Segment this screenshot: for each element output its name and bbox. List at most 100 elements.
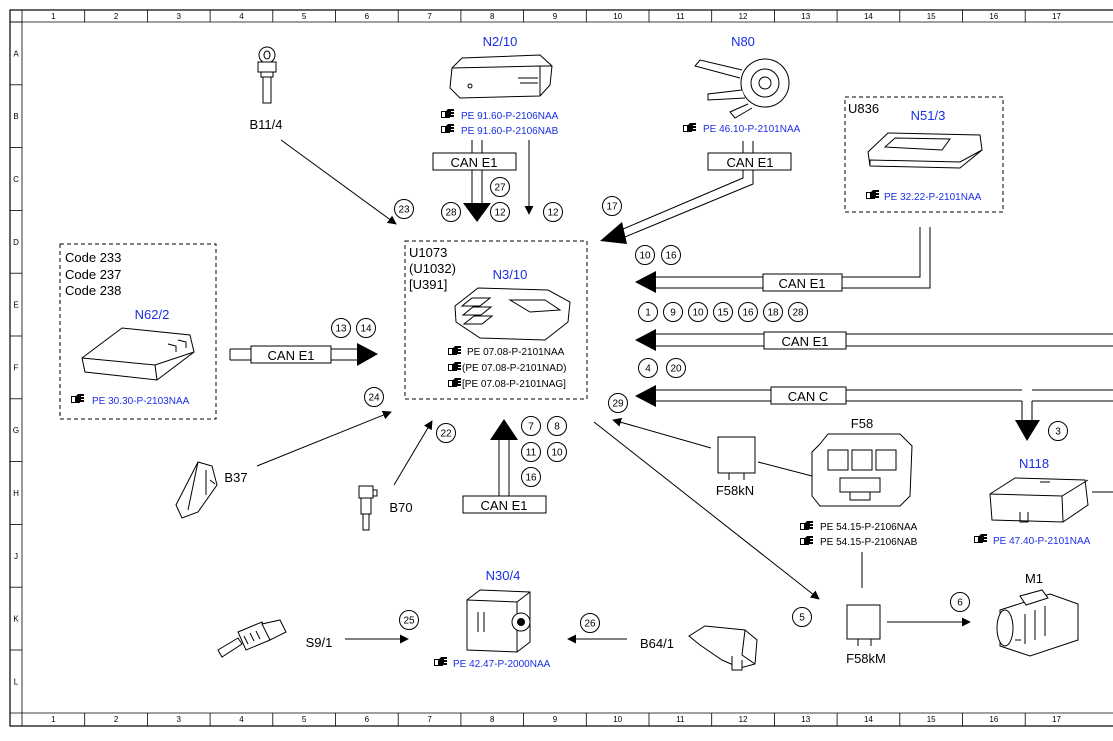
can-c-label: CAN C xyxy=(788,389,828,404)
signal-marker-circle xyxy=(792,607,812,627)
grid-row-label: H xyxy=(13,489,19,498)
n51-3-code: U836 xyxy=(848,101,879,116)
n62-2-code-3: Code 238 xyxy=(65,283,121,298)
n3-10-label: N3/10 xyxy=(493,267,528,282)
signal-marker-s1[interactable]: 1 xyxy=(645,308,651,319)
n3-10-ref-3[interactable]: [PE 07.08-P-2101NAG] xyxy=(462,379,566,390)
signal-marker-s10a[interactable]: 10 xyxy=(639,251,651,262)
f58-fuse-box xyxy=(811,433,913,507)
s9-1-label: S9/1 xyxy=(306,635,333,650)
n3-10-ref-2[interactable]: (PE 07.08-P-2101NAD) xyxy=(462,363,567,374)
signal-marker-circle xyxy=(490,177,510,197)
signal-marker-s15[interactable]: 15 xyxy=(717,308,729,319)
signal-marker-s12a[interactable]: 12 xyxy=(494,208,506,219)
n30-4-ref[interactable]: PE 42.47-P-2000NAA xyxy=(453,659,551,670)
n3-10-ref-1[interactable]: PE 07.08-P-2101NAA xyxy=(467,347,565,358)
grid-column-label: 3 xyxy=(177,715,182,724)
can-e1-label-n2-10: CAN E1 xyxy=(451,155,498,170)
signal-marker-s28[interactable]: 28 xyxy=(445,208,457,219)
signal-marker-s29[interactable]: 29 xyxy=(612,399,624,410)
grid-column-label: 17 xyxy=(1052,715,1061,724)
signal-marker-s8[interactable]: 8 xyxy=(554,422,560,433)
grid-row-label: D xyxy=(13,238,19,247)
signal-marker-s24[interactable]: 24 xyxy=(368,393,380,404)
signal-marker-s16b[interactable]: 16 xyxy=(742,308,754,319)
signal-marker-circle xyxy=(602,196,622,216)
signal-marker-s22[interactable]: 22 xyxy=(440,429,452,440)
grid-column-label: 7 xyxy=(427,12,432,21)
signal-marker-s6[interactable]: 6 xyxy=(957,598,963,609)
n2-10-ref-1[interactable]: PE 91.60-P-2106NAA xyxy=(461,111,559,122)
signal-marker-circle xyxy=(364,387,384,407)
signal-marker-s11[interactable]: 11 xyxy=(526,448,537,459)
f58km-label: F58kM xyxy=(846,651,886,666)
signal-marker-s26[interactable]: 26 xyxy=(584,619,596,630)
grid-column-label: 9 xyxy=(553,12,558,21)
n62-2-ref[interactable]: PE 30.30-P-2103NAA xyxy=(92,396,190,407)
grid-column-label: 14 xyxy=(864,12,873,21)
signal-marker-circle xyxy=(638,302,658,322)
signal-marker-s10c[interactable]: 10 xyxy=(551,448,563,459)
signal-marker-circle xyxy=(638,358,658,378)
signal-marker-circle xyxy=(763,302,783,322)
grid-column-label: 16 xyxy=(989,715,998,724)
signal-marker-circle xyxy=(521,442,541,462)
signal-marker-s17[interactable]: 17 xyxy=(606,202,618,213)
signal-marker-s27[interactable]: 27 xyxy=(494,183,506,194)
signal-marker-circle xyxy=(394,199,414,219)
f58-ref-2[interactable]: PE 54.15-P-2106NAB xyxy=(820,537,918,548)
n3-10-code-box xyxy=(404,240,588,400)
signal-marker-circle xyxy=(688,302,708,322)
grid-column-label: 10 xyxy=(613,715,622,724)
signal-marker-circle xyxy=(661,245,681,265)
can-e1-label-n30-4: CAN E1 xyxy=(481,498,528,513)
signal-marker-s9[interactable]: 9 xyxy=(670,308,676,319)
signal-marker-s5[interactable]: 5 xyxy=(799,613,805,624)
grid-row-label: E xyxy=(13,301,18,310)
grid-column-label: 1 xyxy=(51,12,56,21)
grid-column-label: 2 xyxy=(114,715,119,724)
signal-marker-s28b[interactable]: 28 xyxy=(792,308,804,319)
signal-marker-s20[interactable]: 20 xyxy=(670,364,682,375)
n62-2-module xyxy=(81,327,195,381)
grid-column-label: 14 xyxy=(864,715,873,724)
signal-marker-circle xyxy=(547,442,567,462)
f58-ref-1[interactable]: PE 54.15-P-2106NAA xyxy=(820,522,918,533)
signal-marker-s16c[interactable]: 16 xyxy=(525,473,537,484)
signal-marker-circle xyxy=(331,318,351,338)
signal-marker-s12b[interactable]: 12 xyxy=(547,208,559,219)
grid-column-label: 12 xyxy=(739,715,748,724)
signal-marker-circle xyxy=(663,302,683,322)
can-arrow-n2-10 xyxy=(463,203,491,222)
signal-marker-s25[interactable]: 25 xyxy=(403,616,415,627)
m1-label: M1 xyxy=(1025,571,1043,586)
n80-ref[interactable]: PE 46.10-P-2101NAA xyxy=(703,124,801,135)
n2-10-ref-2[interactable]: PE 91.60-P-2106NAB xyxy=(461,126,559,137)
grid-column-label: 7 xyxy=(427,715,432,724)
signal-markers: 23 28 27 12 12 17 10 16 1 9 10 15 16 18 28 4 20 29 3 13 14 24… xyxy=(331,177,1068,633)
signal-marker-s4[interactable]: 4 xyxy=(645,364,651,375)
n51-3-label: N51/3 xyxy=(911,108,946,123)
n62-2-label: N62/2 xyxy=(135,307,170,322)
n62-2-code-2: Code 237 xyxy=(65,267,121,282)
grid-column-label: 6 xyxy=(365,715,370,724)
n3-10-module xyxy=(454,287,571,341)
signal-marker-circle xyxy=(436,423,456,443)
signal-marker-circle xyxy=(521,467,541,487)
grid-column-label: 15 xyxy=(927,12,936,21)
b37-label: B37 xyxy=(224,470,247,485)
n2-10-label: N2/10 xyxy=(483,34,518,49)
signal-marker-s13[interactable]: 13 xyxy=(335,324,347,335)
signal-marker-s14[interactable]: 14 xyxy=(360,324,372,335)
signal-marker-s3[interactable]: 3 xyxy=(1055,427,1061,438)
signal-marker-s23[interactable]: 23 xyxy=(398,205,410,216)
signal-marker-s7[interactable]: 7 xyxy=(528,422,534,433)
signal-marker-s18[interactable]: 18 xyxy=(767,308,779,319)
signal-marker-s16a[interactable]: 16 xyxy=(665,251,677,262)
n51-3-ref[interactable]: PE 32.22-P-2101NAA xyxy=(884,192,982,203)
n62-2-code-box xyxy=(59,243,217,420)
signal-marker-s10b[interactable]: 10 xyxy=(692,308,704,319)
f58-label: F58 xyxy=(851,416,873,431)
n62-2-code-1: Code 233 xyxy=(65,250,121,265)
n118-ref[interactable]: PE 47.40-P-2101NAA xyxy=(993,536,1091,547)
